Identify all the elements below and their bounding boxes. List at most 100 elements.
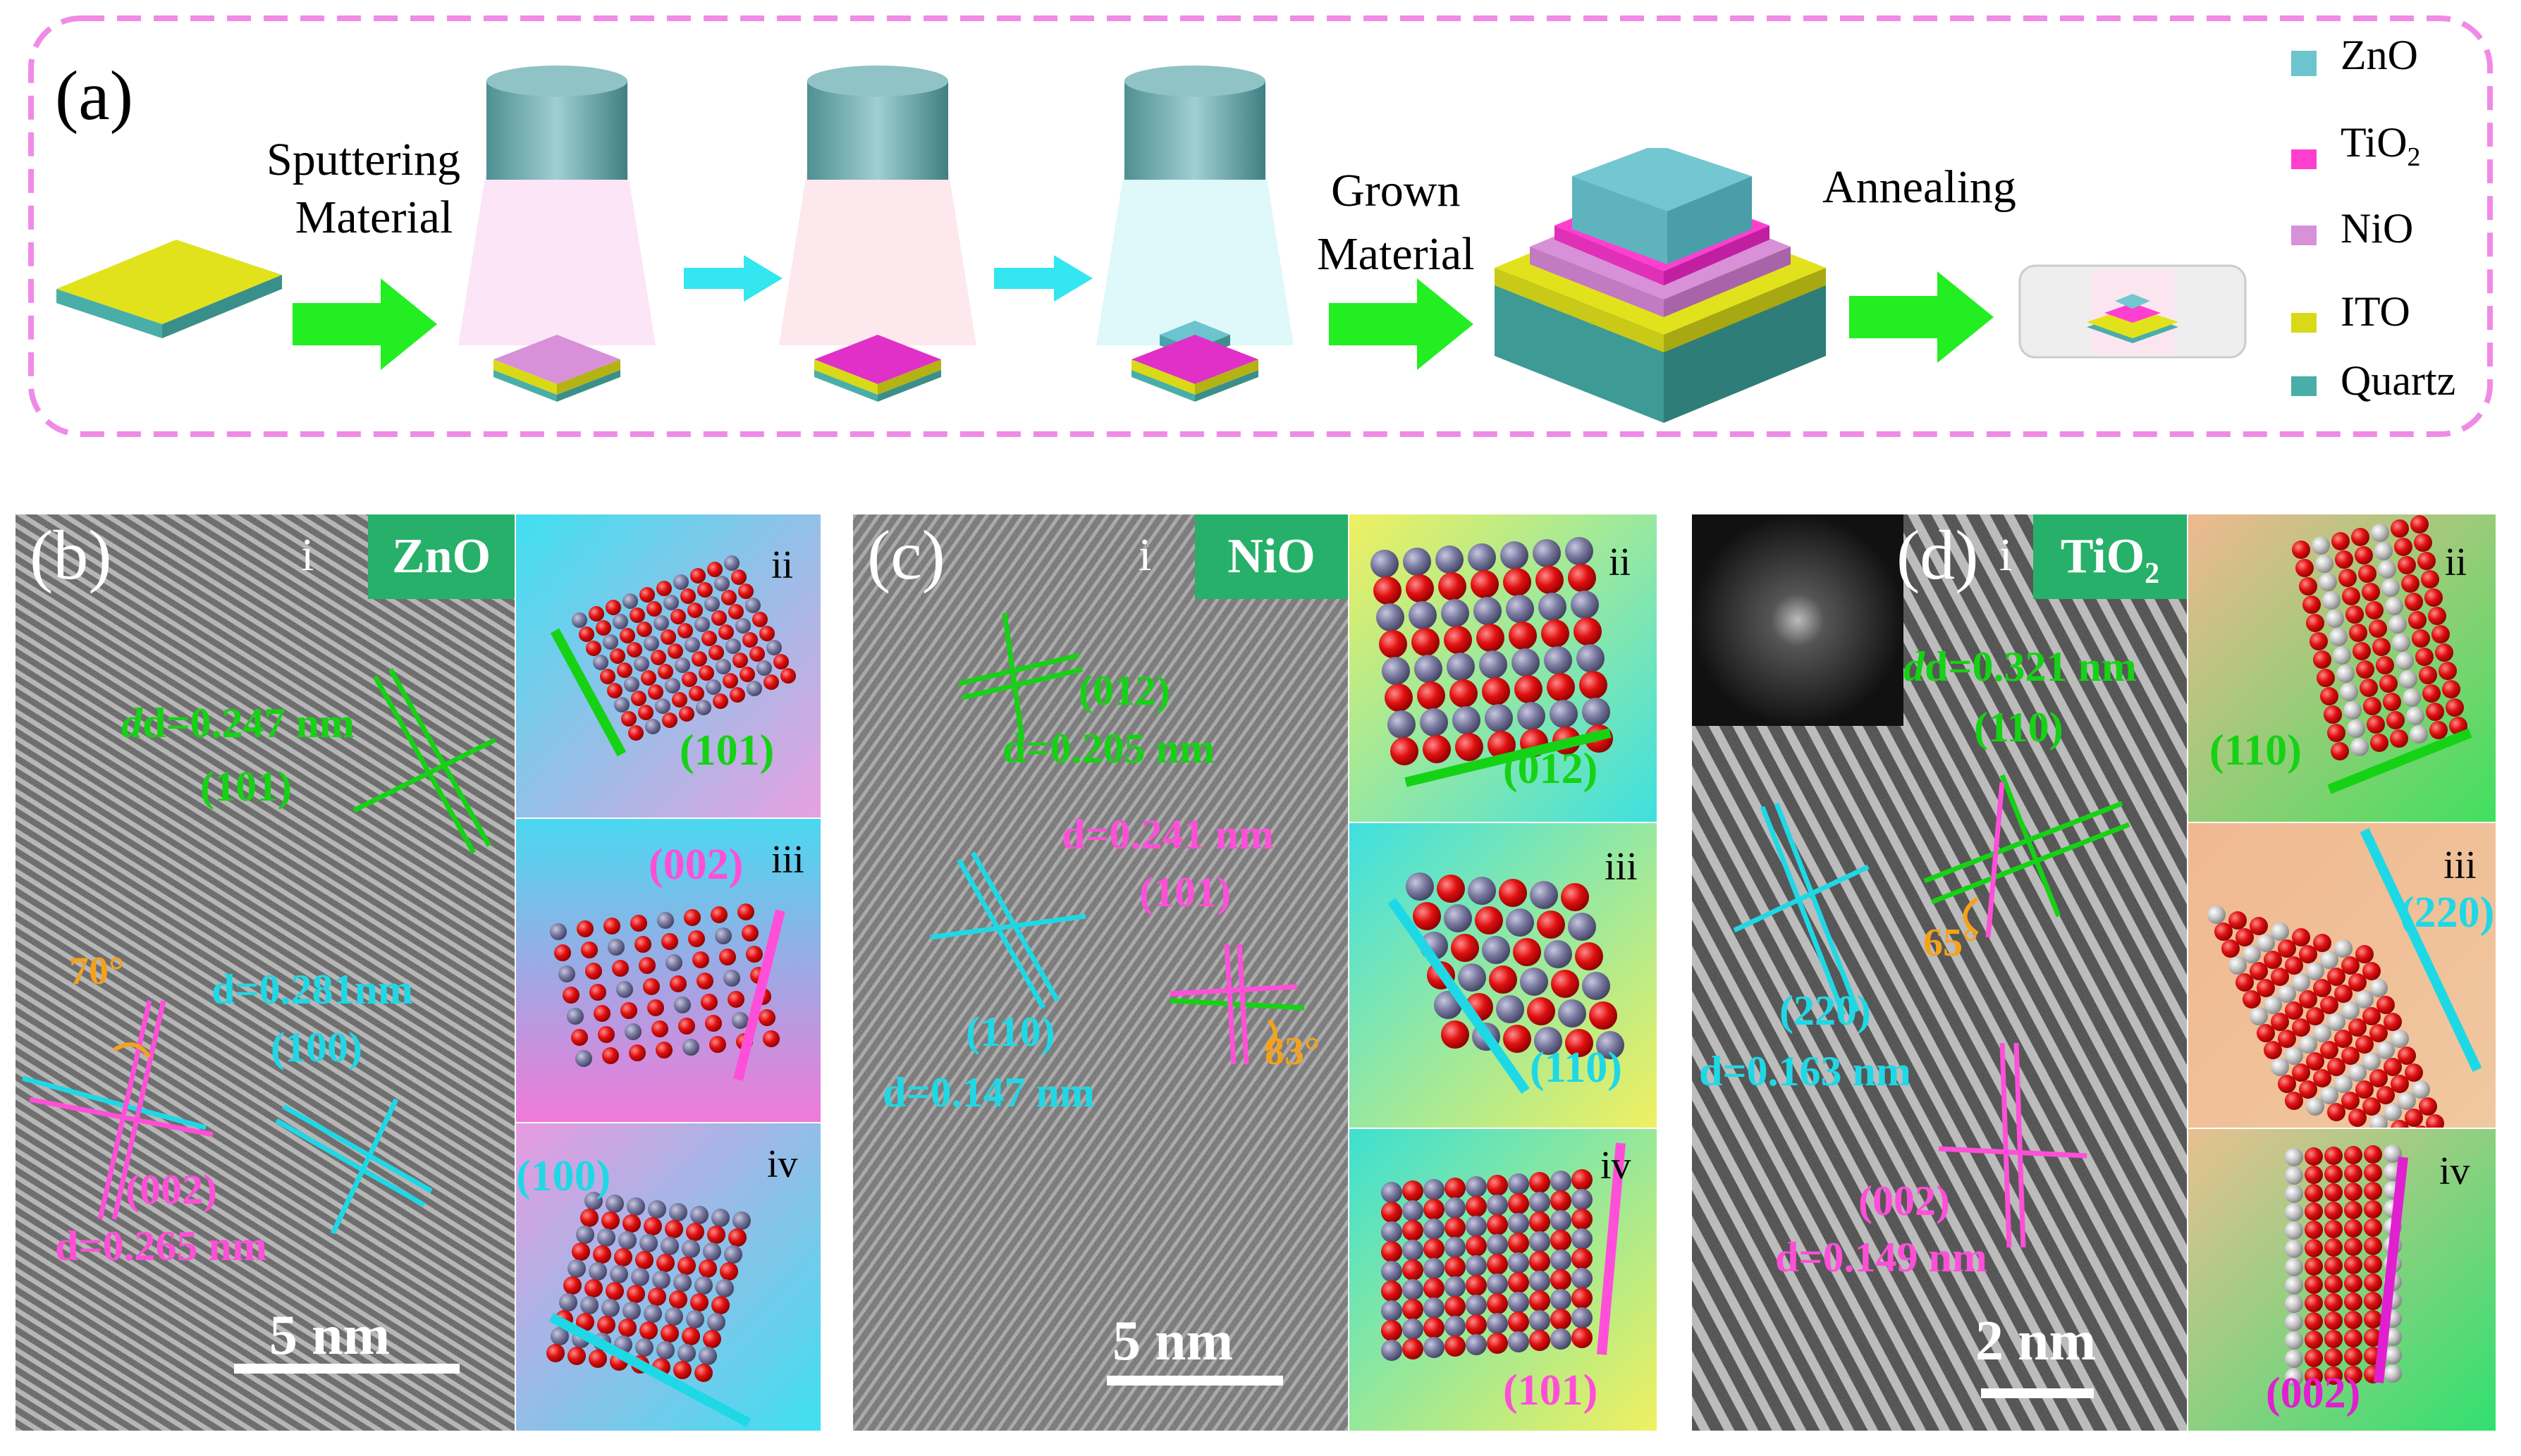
atom <box>1444 1257 1466 1278</box>
atom <box>622 1214 641 1233</box>
atom <box>2306 1052 2324 1071</box>
atom <box>1403 548 1431 576</box>
atom <box>728 1228 747 1247</box>
atom <box>703 1330 721 1348</box>
atom <box>1466 1196 1487 1217</box>
atom <box>2449 717 2467 735</box>
atom <box>2350 738 2369 756</box>
legend-label-ito: ITO <box>2341 288 2410 335</box>
atom <box>1529 1251 1550 1272</box>
atom <box>2341 1001 2360 1020</box>
atom <box>638 705 654 720</box>
atom <box>2355 990 2374 1008</box>
atom <box>568 1347 586 1365</box>
atom <box>2370 734 2388 752</box>
atom <box>2292 973 2310 992</box>
atom <box>665 1307 683 1326</box>
atom <box>2299 1035 2317 1054</box>
atom <box>1529 1211 1550 1233</box>
atom <box>2243 945 2261 963</box>
atom <box>1482 936 1510 964</box>
atom <box>672 692 687 708</box>
atom <box>756 660 772 676</box>
crystal-zno-ii-svg <box>550 555 796 757</box>
atom <box>2207 906 2226 924</box>
atom <box>2278 1030 2296 1048</box>
atom <box>1420 708 1448 736</box>
atom <box>2329 628 2348 646</box>
atom <box>1444 1237 1466 1258</box>
atom <box>584 1192 603 1210</box>
nio-iii-plane: (110) <box>1530 1044 1622 1092</box>
sputter-target-nio <box>458 66 656 402</box>
atom <box>1482 677 1510 705</box>
atom <box>2381 579 2400 597</box>
atom <box>2320 1041 2338 1059</box>
tio2-angle: 65° <box>1923 921 1979 965</box>
atom <box>589 1350 607 1368</box>
atom <box>1476 624 1504 652</box>
atom <box>568 1259 586 1278</box>
atom <box>2405 593 2423 611</box>
atom <box>1409 601 1437 629</box>
atom <box>1513 938 1541 966</box>
atom <box>2349 624 2367 642</box>
atom <box>673 1273 692 1292</box>
atom <box>635 1338 654 1357</box>
atom <box>2362 962 2381 980</box>
atom <box>2374 542 2393 560</box>
atom <box>2305 1349 2323 1367</box>
atom <box>639 957 656 974</box>
legend-swatch-zno <box>2291 51 2317 76</box>
tio2-iii-plane: (220) <box>2400 889 2495 937</box>
atom <box>2379 674 2398 693</box>
atom <box>2376 656 2394 674</box>
atom <box>2285 1092 2303 1110</box>
atom <box>1508 1213 1529 1234</box>
atom <box>2426 703 2444 721</box>
atom <box>1571 1288 1593 1309</box>
atom <box>1423 1219 1444 1240</box>
atom <box>652 1271 670 1289</box>
atom <box>2313 1069 2331 1087</box>
badge-tio2: TiO2 <box>2033 514 2187 599</box>
atom <box>1468 543 1496 572</box>
atom <box>773 654 789 670</box>
atom <box>2348 973 2367 992</box>
atom <box>2292 1018 2310 1037</box>
atom <box>1444 1316 1466 1337</box>
atom <box>1558 999 1586 1028</box>
atom <box>639 1321 658 1340</box>
atom <box>1441 1020 1469 1049</box>
atom <box>614 1248 632 1266</box>
atom <box>707 1313 725 1331</box>
atom <box>2362 1052 2381 1071</box>
atom <box>2228 956 2247 975</box>
atom <box>2369 1024 2388 1042</box>
atom <box>2271 968 2289 986</box>
atom <box>1387 710 1416 739</box>
sputter-target-tio2 <box>779 66 976 402</box>
atom <box>2324 1238 2343 1257</box>
legend-label-zno: ZnO <box>2341 32 2418 78</box>
tio2-plane-002: (002) <box>1858 1178 1950 1224</box>
atom <box>589 984 606 1001</box>
atom <box>1568 564 1596 592</box>
atom <box>766 640 782 655</box>
atom <box>2348 1109 2367 1127</box>
atom <box>2364 1328 2382 1347</box>
atom <box>2306 1097 2324 1116</box>
atom <box>610 1265 628 1283</box>
atom <box>1487 1273 1508 1295</box>
atom <box>576 1313 594 1331</box>
atom <box>2305 1221 2323 1239</box>
atom <box>669 1290 687 1309</box>
atom <box>1511 648 1540 677</box>
atom <box>2408 611 2427 629</box>
atom <box>2331 742 2349 760</box>
atom <box>2340 683 2358 701</box>
atom <box>2369 1114 2388 1128</box>
panel-a: (a) Sputtering Material <box>0 0 2521 458</box>
atom <box>675 658 690 673</box>
atom <box>1423 1278 1444 1299</box>
